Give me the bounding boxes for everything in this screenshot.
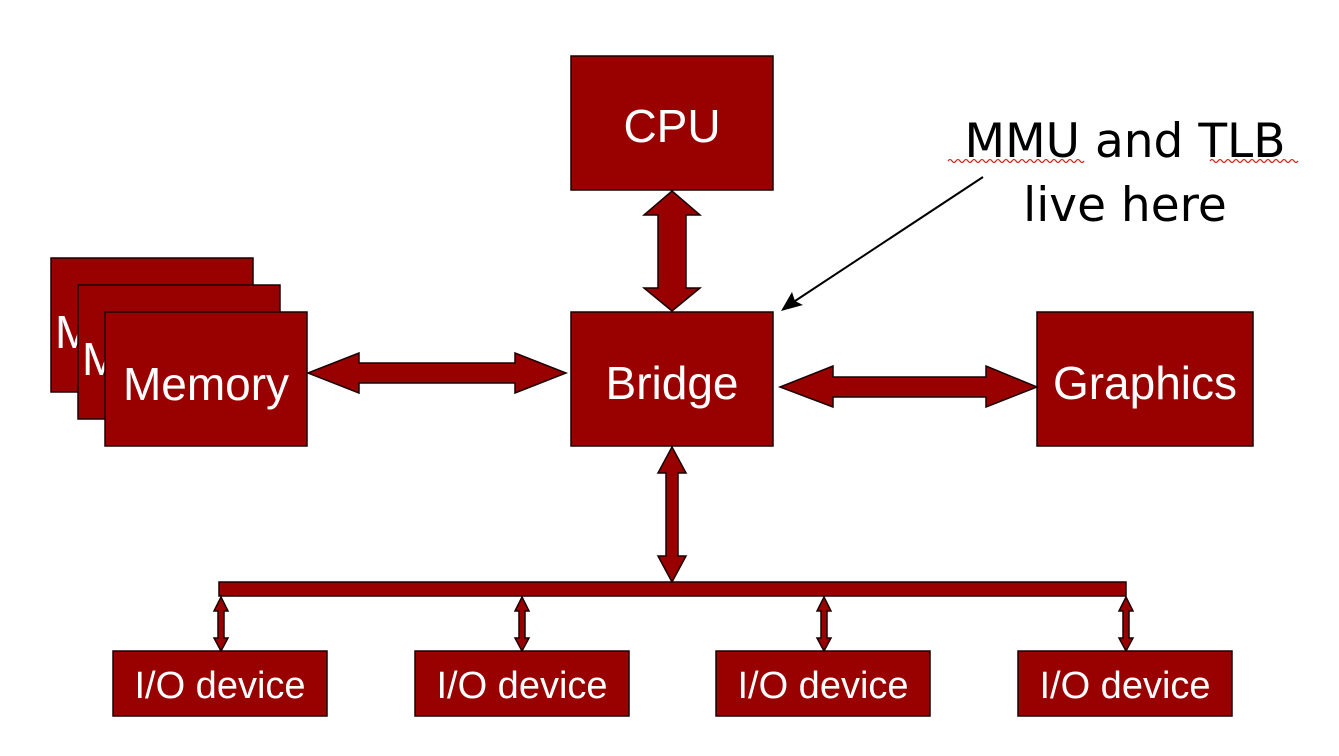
annotation-line-1: MMU and TLB [965,114,1286,169]
annotation-pointer-line [794,176,984,302]
graphics-node: Graphics [1036,311,1254,447]
memory-label: Memory [123,358,289,410]
io-device-2: I/O device [414,650,630,717]
bridge-graphics-arrow [777,364,1040,409]
cpu-box [570,55,774,191]
io-device-box [414,650,630,717]
bridge-node: Bridge [570,311,774,447]
cpu-label: CPU [623,100,720,152]
graphics-box [1036,311,1254,447]
io-device-box [112,650,328,717]
spellcheck-underline-mmu [947,158,1085,164]
annotation-pointer-arrowhead [781,292,803,311]
io-arrows [212,595,1135,653]
io-device-label: I/O device [436,665,607,707]
io-device-4: I/O device [1017,650,1233,717]
cpu-node: CPU [570,55,774,191]
bridge-bus-arrow [656,445,688,584]
io-device-box [715,650,931,717]
annotation-line-2: live here [1023,178,1227,233]
io-device-label: I/O device [134,665,305,707]
spellcheck-underline-tlb [1209,158,1299,164]
io-device-label: I/O device [737,665,908,707]
memory-bridge-arrow [305,351,569,395]
io-device-1: I/O device [112,650,328,717]
io-device-box [1017,650,1233,717]
io-bus [218,581,1127,597]
io-arrow-2 [513,595,531,653]
graphics-label: Graphics [1053,357,1237,409]
cpu-bridge-arrow [641,190,703,312]
io-device-label: I/O device [1039,665,1210,707]
memory-stack: M M Memory [50,257,308,447]
memory-box [104,311,308,447]
io-arrow-1 [212,595,230,653]
io-arrow-3 [815,595,833,653]
io-device-3: I/O device [715,650,931,717]
annotation: MMU and TLB live here [781,114,1299,311]
bridge-label: Bridge [606,357,739,409]
bridge-box [570,311,774,447]
io-arrow-4 [1117,595,1135,653]
